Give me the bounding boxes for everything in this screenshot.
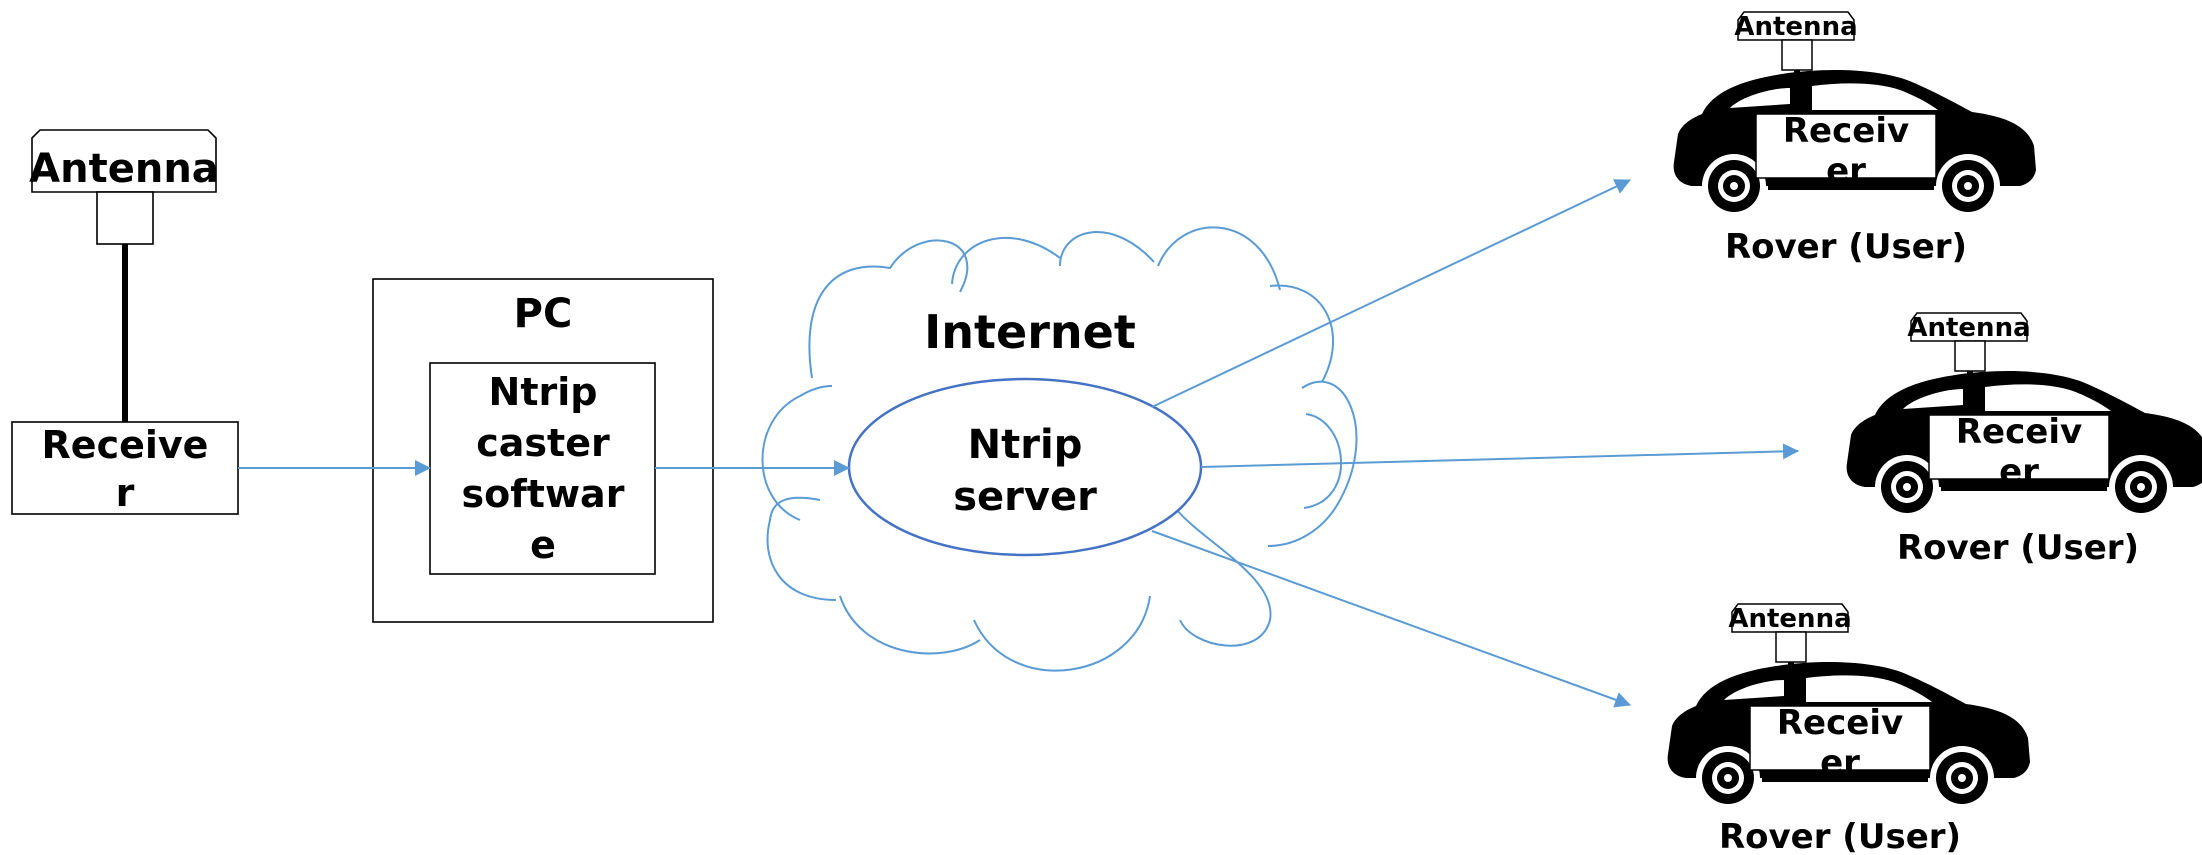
- rover-1-receiver-line1: Receiv: [1783, 111, 1909, 151]
- antenna-mount: [96, 191, 154, 245]
- rover-1-antenna-mount: [1781, 39, 1813, 71]
- rover-2-caption: Rover (User): [1897, 528, 2139, 568]
- rover-3-receiver: [1749, 705, 1931, 771]
- ntrip-server: Ntrip server: [847, 377, 1203, 557]
- rover-1-receiver-line2: er: [1826, 151, 1866, 191]
- rover-3-receiver-line1: Receiv: [1777, 703, 1903, 743]
- rover-3-antenna-mount: [1775, 631, 1807, 663]
- rover-3: Antenna Receiv er: [1667, 603, 2030, 810]
- rover-2-receiver: [1928, 414, 2110, 480]
- caster-label-line2: caster: [476, 421, 610, 465]
- rover-1-antenna-label: Antenna: [1734, 12, 1857, 42]
- base-receiver: Receive r: [11, 421, 239, 515]
- arrow-server-to-rover-2: [1200, 443, 1799, 468]
- caster-label-line4: e: [530, 523, 556, 567]
- rover-1-antenna: [1737, 11, 1855, 41]
- rover-1-caption: Rover (User): [1725, 227, 1967, 267]
- caster-label-line1: Ntrip: [489, 370, 598, 414]
- rover-2-antenna: [1910, 312, 2028, 342]
- server-label-line2: server: [953, 474, 1097, 520]
- rover-3-receiver-line2: er: [1820, 743, 1860, 783]
- rover-2-receiver-line1: Receiv: [1956, 412, 2082, 452]
- rover-3-antenna-label: Antenna: [1728, 604, 1851, 634]
- caster-software-box: Ntrip caster softwar e: [429, 362, 656, 575]
- caster-label-line3: softwar: [462, 472, 625, 516]
- internet-label: Internet: [924, 305, 1136, 359]
- rover-3-antenna: [1731, 603, 1849, 633]
- internet-cloud: [761, 226, 1358, 672]
- arrow-server-to-rover-1: [1151, 179, 1631, 408]
- rover-2-antenna-mount: [1954, 340, 1986, 372]
- base-antenna-label: Antenna: [29, 146, 219, 192]
- rover-1: Antenna Receiv er: [1673, 11, 2036, 219]
- base-antenna: Antenna: [29, 129, 219, 245]
- base-receiver-label-line1: Receive: [42, 423, 209, 467]
- base-receiver-label-line2: r: [116, 471, 135, 515]
- rover-2-receiver-line2: er: [1999, 452, 2039, 492]
- rover-2: Antenna Receiv er: [1846, 312, 2202, 519]
- rover-3-caption: Rover (User): [1719, 817, 1961, 855]
- rover-1-receiver: [1755, 113, 1937, 179]
- pc-title: PC: [514, 291, 573, 337]
- rover-2-antenna-label: Antenna: [1907, 313, 2030, 343]
- server-label-line1: Ntrip: [968, 422, 1083, 468]
- arrow-server-to-rover-3: [1151, 530, 1631, 708]
